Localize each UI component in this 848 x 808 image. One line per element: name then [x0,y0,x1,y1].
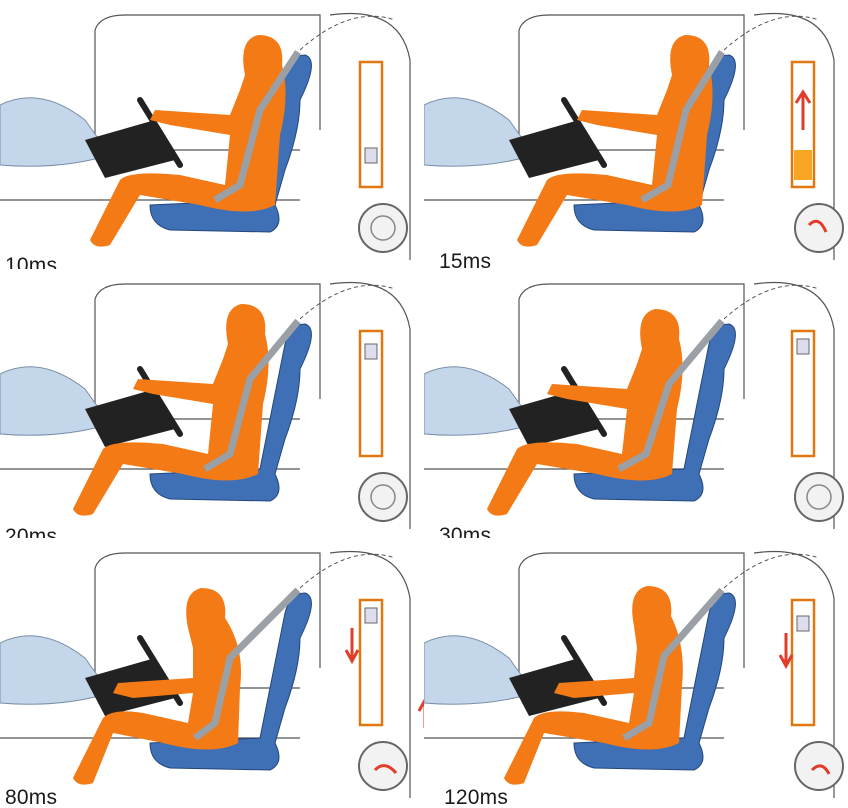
belt-cable [300,285,395,319]
down-arrow-icon [346,628,358,661]
up-arrow-icon [796,92,810,130]
belt-reel [359,204,407,252]
steering-column [509,120,599,178]
panel-drawing [424,0,848,269]
panel-10ms: 10ms [0,0,424,269]
panel-drawing [0,269,424,538]
panel-drawing [424,269,848,538]
panel-drawing [0,538,424,807]
belt-reel [359,473,407,521]
panel-drawing [424,538,848,807]
panel-drawing [0,0,424,269]
time-label: 80ms [5,786,57,807]
belt-cable [724,554,819,588]
time-label: 20ms [5,525,57,538]
pretensioner-piston [797,339,809,354]
panel-80ms: 80ms [0,538,424,807]
panel-15ms: 15ms [424,0,848,269]
time-label: 120ms [444,786,508,807]
pretensioner-piston [797,616,809,631]
time-label: 10ms [5,254,57,269]
belt-cable [300,554,395,588]
belt-reel [795,473,843,521]
belt-cable [724,285,819,319]
panel-120ms: 120ms [424,538,848,807]
pretensioner-piston [365,344,377,359]
pretensioner-tube [360,62,382,187]
time-label: 30ms [439,524,491,538]
pretensioner-piston [365,608,377,623]
down-arrow-icon [780,633,792,666]
pretensioner-piston [365,148,377,163]
pretensioner-gas [794,150,812,180]
panel-20ms: 20ms [0,269,424,538]
belt-reel [795,204,843,252]
steering-column [85,389,175,447]
belt-cable [300,16,395,50]
time-label: 15ms [439,250,491,269]
steering-column [85,120,175,178]
panel-30ms: 30ms [424,269,848,538]
belt-cable [724,16,819,50]
